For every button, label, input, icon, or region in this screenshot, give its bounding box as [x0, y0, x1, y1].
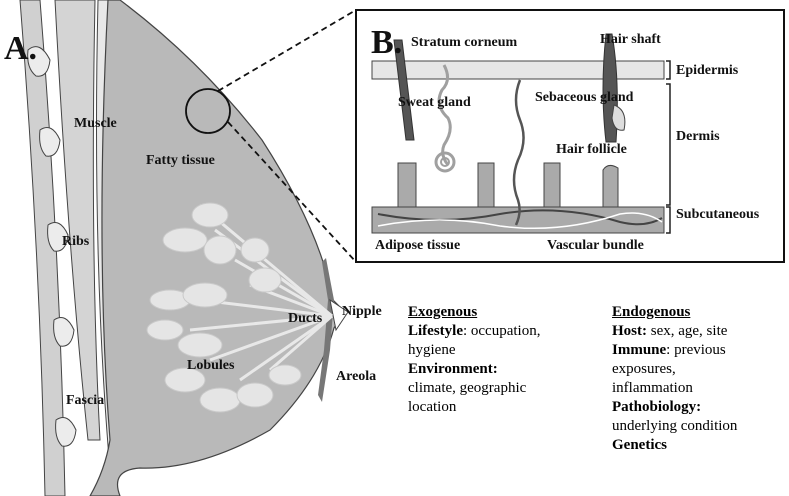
rib-1: [27, 46, 51, 77]
immune-line: Immune: previous: [612, 341, 737, 360]
dermis-label: Dermis: [676, 129, 720, 144]
adipose-tissue-label: Adipose tissue: [375, 238, 461, 253]
rib-4: [53, 317, 75, 347]
immune-term: Immune: [612, 342, 667, 358]
nipple-label: Nipple: [342, 304, 382, 319]
dermal-papillae: [397, 162, 619, 208]
immune-cont2: inflammation: [612, 380, 693, 396]
immune-rest: : previous: [666, 342, 726, 358]
environment-term: Environment:: [408, 361, 498, 377]
lifestyle-cont: hygiene: [408, 342, 456, 358]
stratum-corneum-label: Stratum corneum: [411, 35, 518, 50]
lifestyle-line: Lifestyle: occupation,: [408, 322, 540, 341]
host-line: Host: sex, age, site: [612, 322, 737, 341]
lobules-label: Lobules: [187, 358, 235, 373]
environment-rest: climate, geographic: [408, 380, 527, 396]
fatty-tissue-label: Fatty tissue: [146, 153, 215, 168]
nipple-shape: [329, 298, 349, 332]
muscle-label: Muscle: [74, 116, 117, 131]
sebaceous-gland-shape: [611, 104, 626, 131]
ducts-label: Ducts: [288, 311, 323, 326]
panel-a-label: A.: [4, 30, 38, 67]
exogenous-block: Exogenous Lifestyle: occupation, hygiene…: [408, 303, 540, 417]
pathobiology-cont: underlying condition: [612, 418, 738, 434]
areola-label: Areola: [336, 369, 377, 384]
hair-follicle-label: Hair follicle: [556, 142, 627, 157]
areola-shape: [318, 258, 334, 402]
rib-2: [39, 127, 61, 157]
ribs-label: Ribs: [62, 234, 90, 249]
lifestyle-term: Lifestyle: [408, 323, 463, 339]
immune-cont1: exposures,: [612, 361, 676, 377]
epidermis-label: Epidermis: [676, 63, 739, 78]
subcutaneous-bracket: [666, 206, 671, 234]
sweat-gland-label: Sweat gland: [398, 95, 471, 110]
dermis-bracket: [666, 83, 671, 206]
vascular-bundle-lines-2: [377, 212, 663, 229]
exogenous-heading: Exogenous: [408, 304, 478, 320]
host-term: Host:: [612, 323, 647, 339]
sebaceous-gland-label: Sebaceous gland: [535, 90, 634, 105]
pathobiology-term: Pathobiology:: [612, 399, 702, 415]
rib-3: [47, 222, 69, 252]
endogenous-block: Endogenous Host: sex, age, site Immune: …: [612, 303, 737, 455]
hair-shaft-label: Hair shaft: [600, 32, 661, 47]
sweat-gland-coil-inner: [440, 157, 450, 167]
muscle-layer: [54, 0, 101, 441]
endogenous-heading: Endogenous: [612, 304, 691, 320]
sweat-gland-coil: [434, 151, 456, 173]
genetics-term: Genetics: [612, 437, 667, 453]
host-rest: sex, age, site: [647, 323, 728, 339]
lifestyle-rest: : occupation,: [462, 323, 541, 339]
rib-5: [55, 417, 77, 447]
stratum-hair: [393, 39, 415, 141]
lobules-clusters: [146, 202, 302, 413]
zoom-line-top: [217, 9, 357, 92]
zoom-line-bottom: [227, 121, 357, 263]
magnifier-circle: [185, 88, 231, 134]
blood-vessel: [512, 79, 525, 226]
epidermis-layer: [371, 60, 665, 80]
sweat-gland-duct: [437, 64, 452, 166]
epidermis-bracket: [666, 60, 671, 80]
vascular-bundle-label: Vascular bundle: [547, 238, 644, 253]
subcutaneous-label: Subcutaneous: [676, 207, 760, 222]
environment-cont: location: [408, 399, 457, 415]
fascia-label: Fascia: [66, 393, 105, 408]
panel-b-label: B.: [371, 24, 403, 61]
